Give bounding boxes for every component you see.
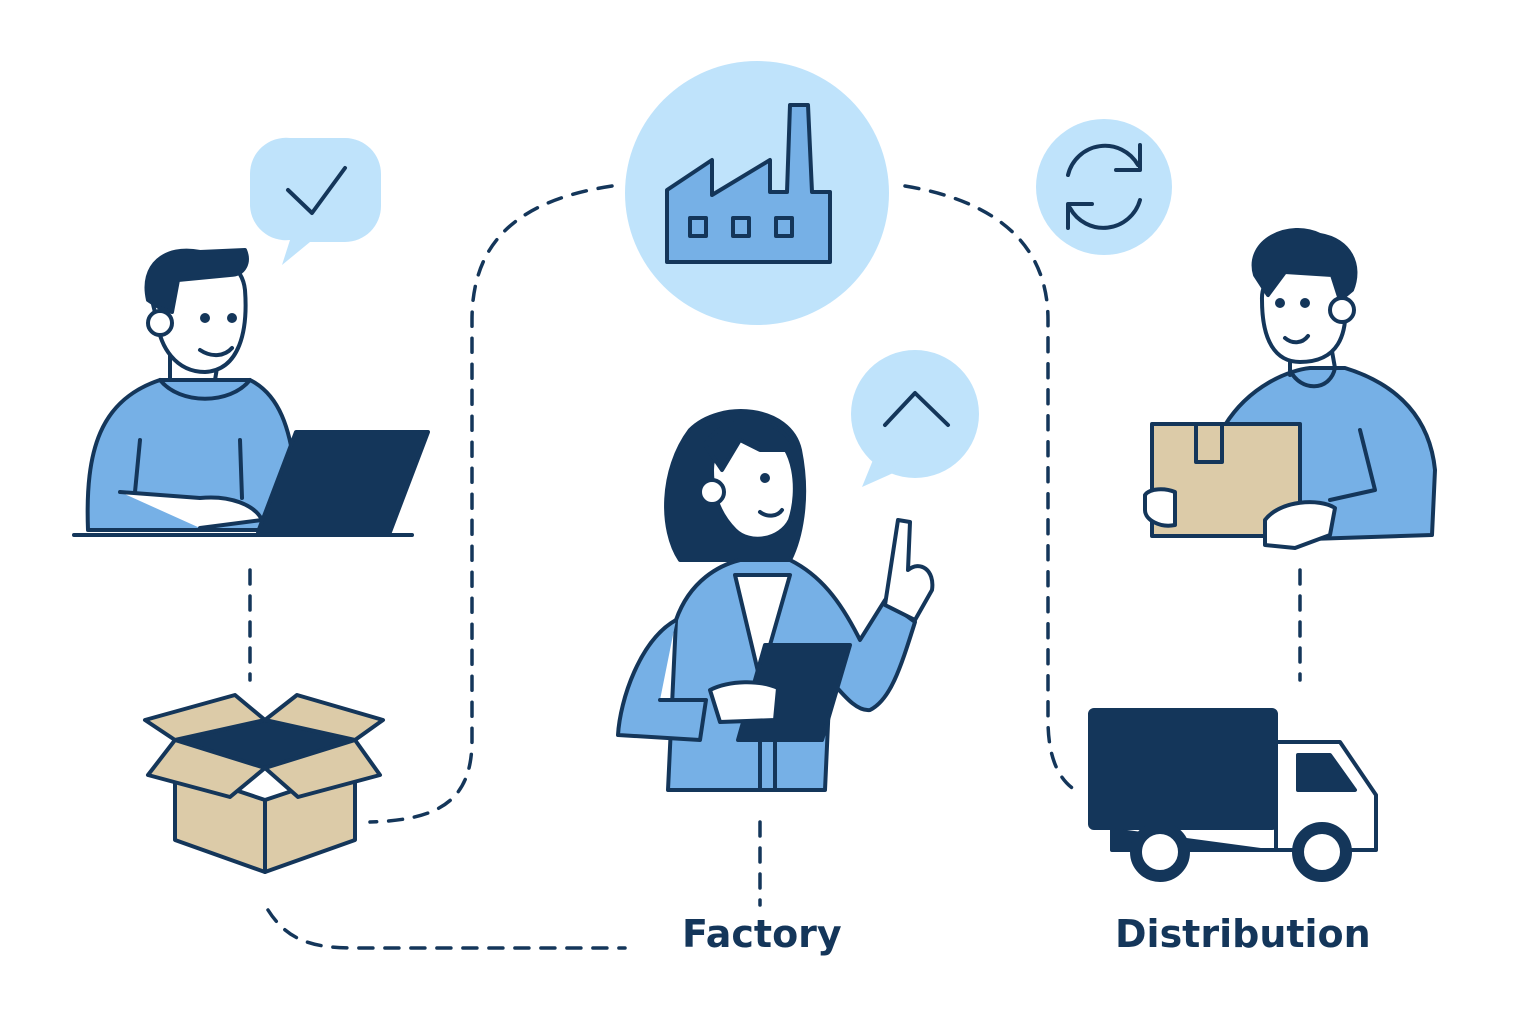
truck-icon bbox=[1088, 708, 1378, 882]
chevron-up-icon bbox=[883, 391, 950, 427]
dashed-connectors bbox=[248, 184, 1302, 950]
chevron-speech-bubble bbox=[851, 350, 979, 487]
laptop-icon bbox=[256, 430, 430, 534]
man-with-package bbox=[1143, 228, 1437, 550]
check-speech-bubble bbox=[249, 137, 381, 265]
refresh-icon bbox=[1036, 119, 1172, 255]
man-with-laptop bbox=[72, 248, 430, 537]
factory-label: Factory bbox=[682, 912, 842, 956]
check-icon bbox=[286, 166, 347, 215]
distribution-label: Distribution bbox=[1115, 912, 1371, 956]
woman-with-tablet bbox=[616, 409, 935, 792]
factory-icon bbox=[625, 61, 889, 325]
open-box-icon bbox=[143, 693, 385, 874]
